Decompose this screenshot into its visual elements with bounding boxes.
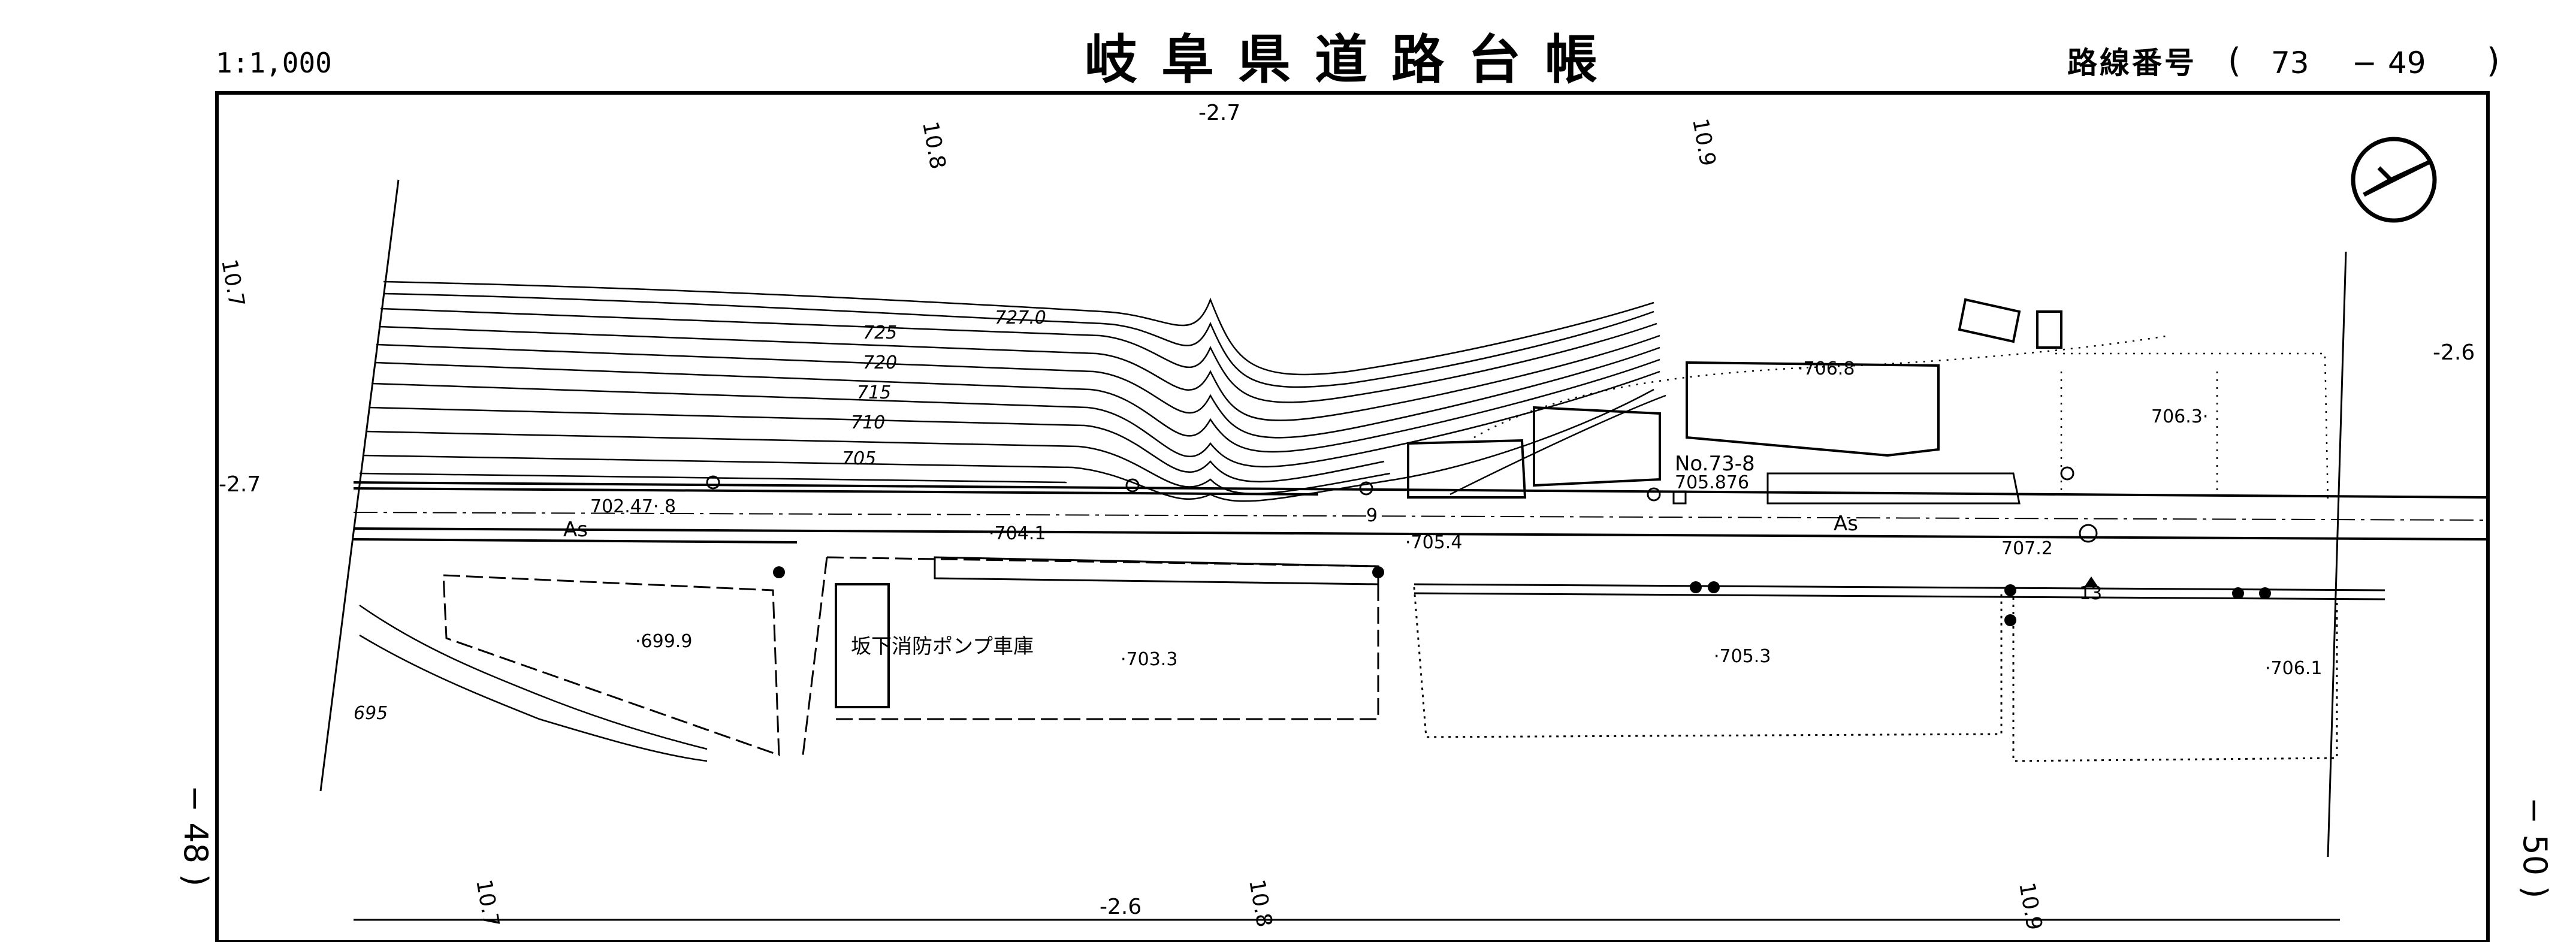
map-frame [215, 91, 2490, 942]
survey-boundary-left [319, 179, 400, 792]
survey-circles [706, 466, 2098, 543]
parcels [442, 556, 2338, 762]
utility-markers [773, 566, 2271, 626]
contour-label-710: 710 [851, 412, 885, 433]
point-number-9: 9 [1366, 505, 1378, 526]
contour-label-695: 695 [354, 703, 388, 724]
grid-label-top-3: 10.9 [1687, 116, 1720, 168]
contour-lines [359, 280, 1666, 762]
grid-label-left-2: -2.7 [219, 472, 261, 497]
route-number-b: 49 [2388, 46, 2426, 80]
route-paren-close: ) [2487, 41, 2500, 80]
surface-asphalt-right: As [1834, 512, 1858, 536]
elevation-706-1: ·706.1 [2265, 658, 2322, 679]
contour-label-720: 720 [863, 352, 897, 373]
north-arrow-icon [2351, 137, 2437, 223]
grid-label-top-2: -2.7 [1198, 101, 1240, 125]
contour-label-725: 725 [863, 322, 897, 343]
building-label-fire-pump-garage: 坂下消防ポンプ車庫 [851, 635, 1034, 659]
contour-label-715: 715 [857, 382, 891, 403]
grid-label-bottom-3: 10.8 [1244, 877, 1276, 929]
page-title: 岐阜県道路台帳 [1085, 28, 1622, 90]
elevation-703-3: ·703.3 [1121, 649, 1177, 670]
curb-strips [934, 556, 2385, 600]
elevation-706-3: 706.3· [2151, 406, 2208, 427]
fence-line [1473, 334, 2170, 439]
drain-channel [1766, 472, 2021, 505]
grid-label-right-1: -2.6 [2433, 340, 2475, 365]
elevation-705-3: ·705.3 [1714, 646, 1771, 667]
point-number-13: 13 [2079, 583, 2102, 604]
surface-asphalt-left: As [563, 518, 588, 542]
benchmark-elevation: 705.876 [1675, 472, 1749, 493]
route-number-a: 73 [2271, 46, 2309, 80]
route-number-label: 路線番号 [2067, 46, 2197, 80]
grid-label-left-1: 10.7 [216, 257, 249, 309]
grid-label-bottom-2: -2.6 [1100, 895, 1141, 919]
grid-label-bottom-4: 10.9 [2014, 880, 2046, 932]
elevation-706-8: ·706.8 [1798, 358, 1855, 379]
map-scale: 1:1,000 [216, 47, 332, 79]
survey-boundary-right [2327, 251, 2347, 858]
elevation-707-2: 707.2 [2001, 538, 2053, 559]
contour-label-705: 705 [842, 448, 876, 469]
contour-label-727: 727.0 [995, 307, 1046, 328]
elevation-705-4: ·705.4 [1405, 532, 1462, 553]
elevation-699-9: ·699.9 [635, 631, 692, 652]
route-number-dash: − [2352, 46, 2377, 80]
station-number: No.73-8 [1675, 452, 1755, 476]
grid-label-bottom-1: 10.7 [471, 877, 503, 929]
road-edges [353, 481, 2487, 544]
elevation-704-1: ·704.1 [989, 523, 1046, 544]
fence-line-east [2055, 352, 2329, 504]
grid-label-top-1: 10.8 [917, 119, 950, 171]
elevation-702-47: 702.47· 8 [590, 496, 676, 517]
buildings-north [1407, 298, 2062, 499]
route-paren-open: ( [2228, 41, 2241, 80]
building-fire-pump-garage [835, 583, 890, 708]
